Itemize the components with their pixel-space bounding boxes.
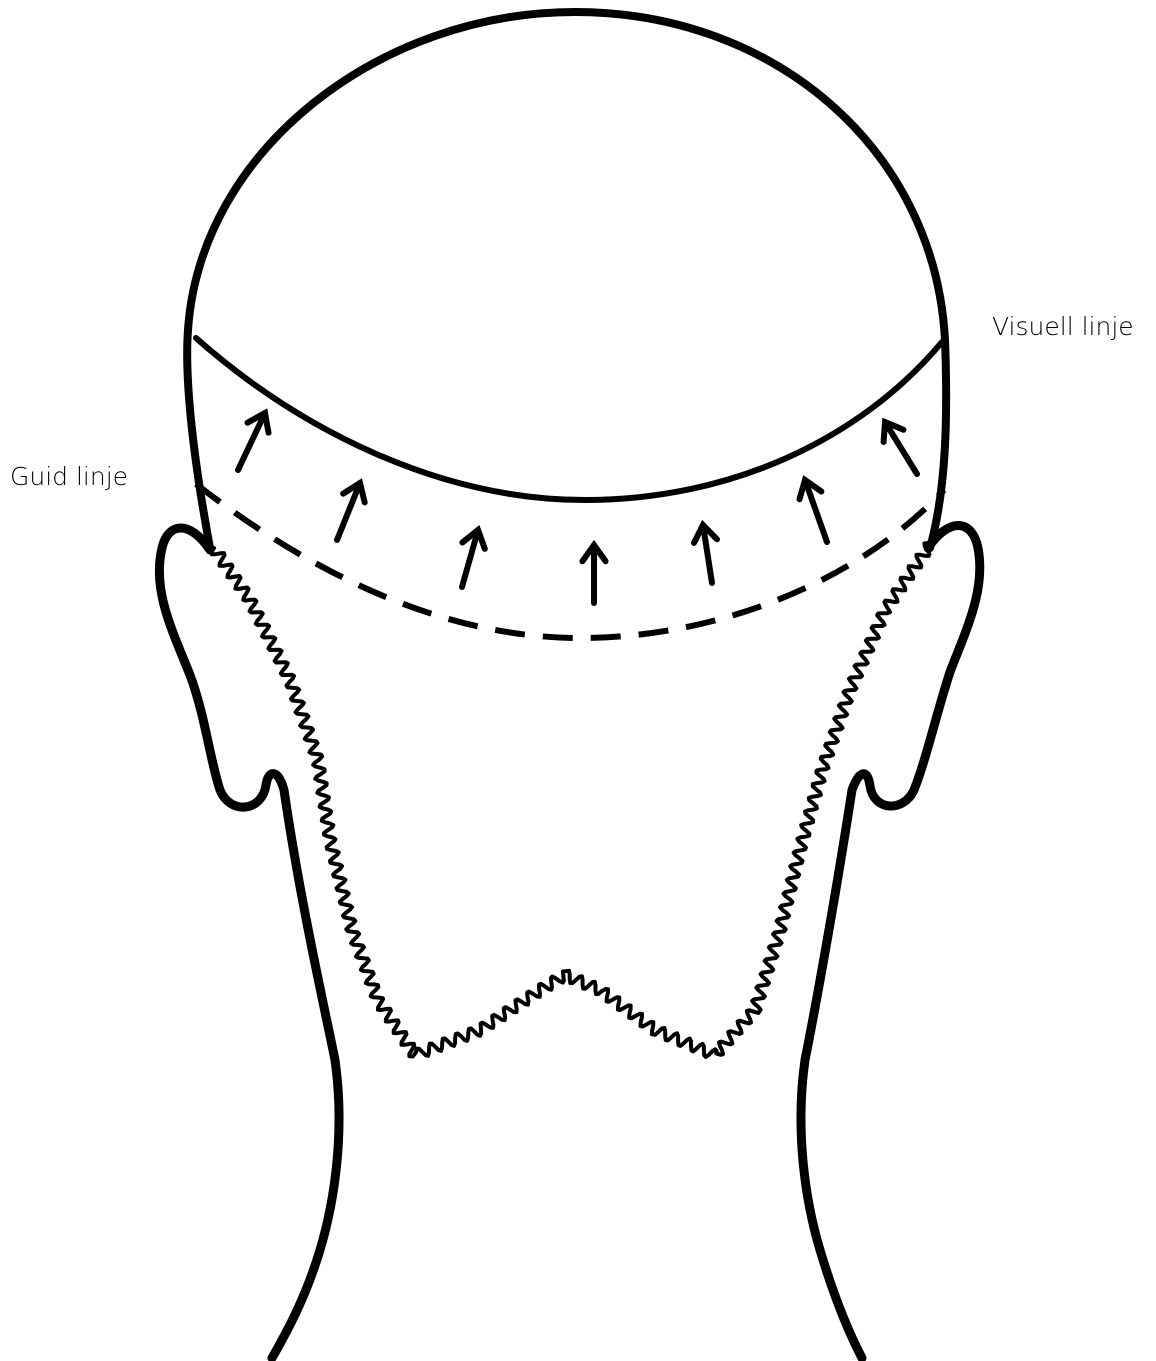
- arrow-up-icon: [582, 545, 605, 603]
- guide-line-label: Guid linje: [10, 462, 128, 491]
- visual-line: [196, 338, 942, 500]
- arrow-up-icon: [694, 525, 717, 583]
- arrow-up-icon: [800, 480, 828, 542]
- left-ear: [159, 528, 339, 1358]
- arrow-up-icon: [462, 530, 485, 587]
- right-ear: [801, 526, 980, 1359]
- arrow-up-icon: [238, 413, 269, 470]
- arrow-up-icon: [884, 422, 917, 474]
- head-outline: [187, 12, 946, 548]
- arrow-up-icon: [337, 483, 365, 540]
- visual-line-label: Visuell linje: [992, 312, 1134, 341]
- guide-line: [196, 484, 944, 638]
